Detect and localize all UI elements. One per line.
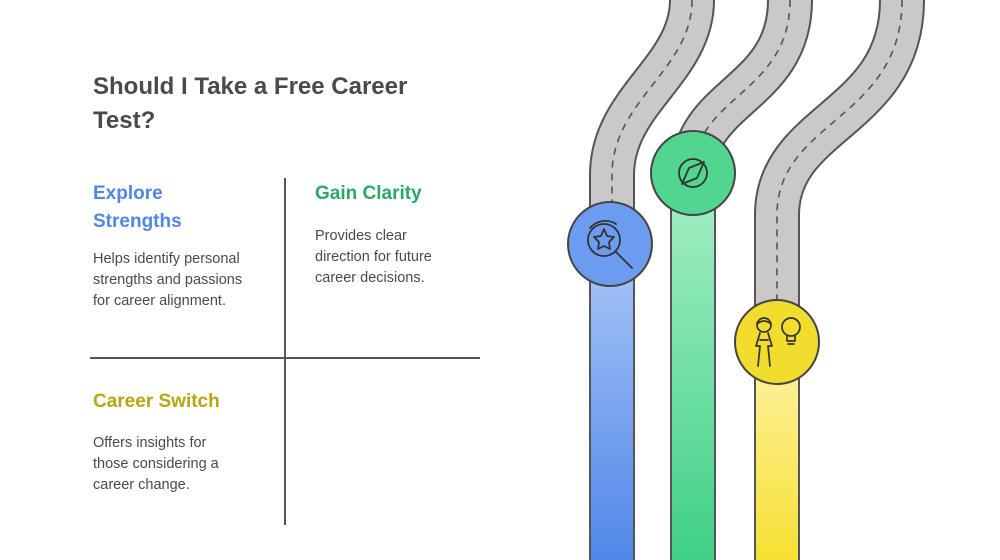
compass-icon: [650, 130, 736, 216]
person-lightbulb-icon: [734, 299, 820, 385]
explore-strengths-text: Helps identify personal strengths and pa…: [93, 251, 243, 309]
road-blue: [589, 0, 715, 560]
page-title: Should I Take a Free Career Test?: [93, 73, 408, 134]
vertical-divider: [284, 178, 286, 525]
horizontal-divider: [90, 357, 480, 359]
career-switch-text: Offers insights for those considering a …: [93, 435, 219, 493]
gain-clarity-heading: Gain Clarity: [315, 183, 422, 204]
search-star-icon: [567, 201, 653, 287]
career-switch-heading: Career Switch: [93, 391, 220, 412]
gain-clarity-text: Provides clear direction for future care…: [315, 228, 432, 286]
explore-strengths-heading: Explore Strengths: [93, 183, 182, 232]
